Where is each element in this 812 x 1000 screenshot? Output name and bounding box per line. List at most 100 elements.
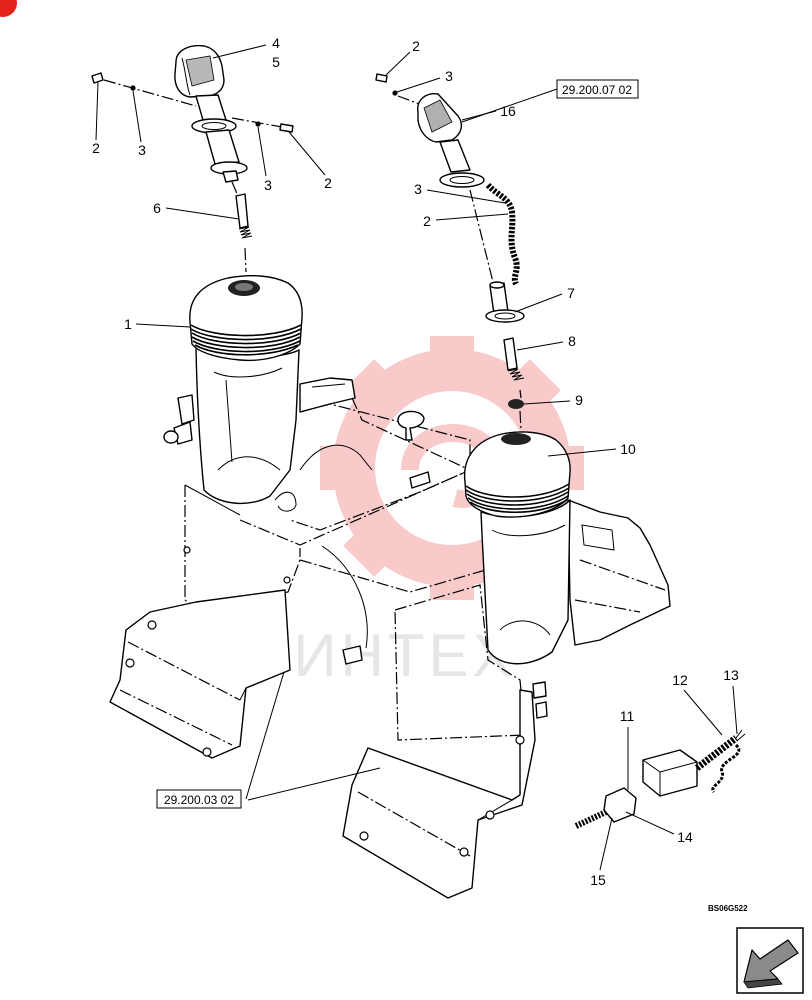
leader-line [547,448,617,457]
watermark-gear-tooth [320,446,356,490]
dash-center-line [469,189,494,283]
spring [238,226,253,239]
washer [130,85,136,91]
frame-bracket [299,377,356,413]
leader-line [514,293,563,313]
callout-label: 3 [138,142,146,158]
bolt [485,810,495,820]
harness-cable [321,545,368,649]
reference-box-frame[interactable] [156,789,242,809]
floor-bracket [342,689,536,899]
bolt [147,620,157,630]
column-contour [499,620,551,636]
leader-line [732,685,738,735]
reference-box-label[interactable]: 29.200.07 02 [562,83,632,97]
washer [255,121,261,127]
side-panel [184,485,301,611]
bracket-bend-line [119,689,233,746]
frame-bracket-edge [311,383,346,388]
bolt [283,576,291,584]
side-fitting [177,394,195,425]
boot-rib [466,491,569,506]
reference-box-lower[interactable]: 29.200.03 02 [156,789,242,809]
callout-label: 15 [590,872,606,888]
bracket-bend-line [239,687,247,701]
connector-wire [711,743,741,794]
callout-label: 3 [445,68,453,84]
terminal-thread [574,809,608,829]
boot-top-hole [501,433,531,445]
side-frame-line [574,599,641,613]
handle-grip-panel [423,99,453,133]
bolt [202,747,212,757]
dash-center-line [103,79,197,107]
bracket-bend-line [127,641,241,701]
callout-label: 11 [620,708,635,724]
handle-neck [195,94,227,121]
leader-line [245,671,285,800]
leader-line [384,51,411,77]
watermark-text: ИНТЕХ [293,622,516,689]
dash-center-line [519,410,522,431]
bracket-bend-line [357,791,471,857]
watermark-gear-tooth [343,359,400,416]
leader-line [461,88,558,123]
callout-label: 2 [412,38,420,54]
reference-box-frame[interactable] [556,79,639,99]
red-badge-icon [0,0,17,17]
callout-label: 3 [414,181,422,197]
screw [91,72,104,84]
leader-line [523,400,571,405]
callout-label: 16 [500,103,516,119]
reference-box-upper[interactable]: 29.200.07 02 [556,79,639,99]
console-column [480,499,571,665]
leader-lines [95,44,738,871]
callout-label: 3 [264,177,272,193]
shaft-top [489,281,505,289]
shaft-stub [222,170,239,183]
boot-rib [190,328,302,341]
callout-label: 9 [575,392,583,408]
handle-grip-panel [185,55,215,87]
terminal-assembly [574,787,637,829]
connector-assembly [642,729,746,797]
bracket-bend-line [477,799,513,821]
boot-ring-inner [201,122,227,130]
bolt [183,546,191,554]
next-page-arrow-shade [743,978,783,989]
bolt [515,735,525,745]
callout-label: 6 [153,200,161,216]
boot-rib [469,499,568,513]
connector-housing [642,749,698,797]
left-console [109,275,303,759]
side-frame [567,499,671,646]
boot-rib [192,340,301,353]
handle-neck [439,139,471,173]
bolt [535,701,548,719]
reference-box-label[interactable]: 29.200.03 02 [164,793,234,807]
bolt [125,658,135,668]
dash-center-line [519,389,522,399]
watermark: ИНТЕХ [293,336,584,689]
watermark-gear-tooth [430,564,474,600]
column-contour [217,456,281,471]
right-handle-assembly [375,73,525,431]
callout-label: 7 [567,285,575,301]
handle-shaft [205,129,240,165]
next-page-button[interactable] [736,927,804,994]
callout-label: 13 [723,667,739,683]
pin [235,193,249,229]
floor-bracket [109,589,291,759]
side-frame-line [579,559,666,591]
leader-line [599,817,613,871]
leader-line [426,189,506,204]
leader-line [625,811,675,835]
leader-line [288,131,326,176]
callout-label: 10 [620,441,636,457]
callout-label: 1 [124,316,132,332]
coiled-cable [485,182,520,286]
frame-outline [351,397,471,471]
boot-ring [439,172,485,188]
next-page-arrow-icon[interactable] [743,939,799,983]
